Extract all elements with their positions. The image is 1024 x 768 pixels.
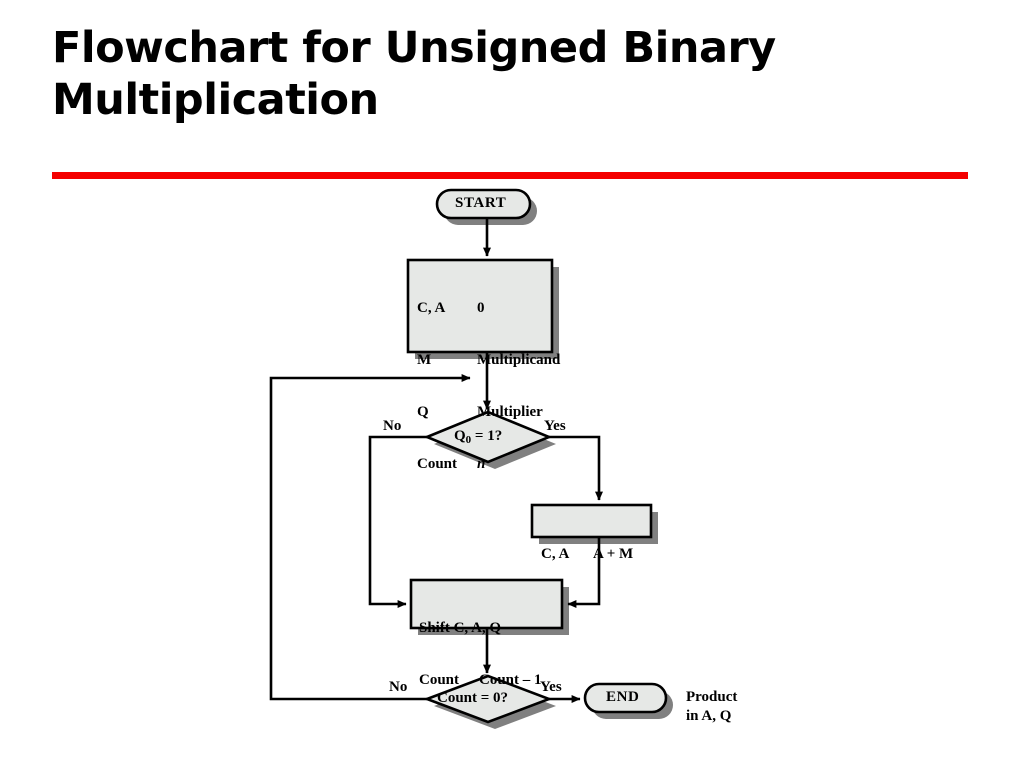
node-test-q0-label: Q0 = 1?	[454, 428, 502, 447]
node-add-text: C, A A + M	[541, 511, 633, 598]
node-test-q0	[423, 410, 553, 464]
init-line3-right: Multiplier	[477, 404, 543, 421]
edge-add-to-shift	[567, 537, 601, 608]
init-line4-right: n	[477, 456, 486, 473]
shift-line2-right: Count – 1	[479, 671, 542, 688]
edge-label-q0-yes: Yes	[544, 418, 566, 434]
node-shift-text: Shift C, A, Q Count Count – 1	[419, 585, 542, 724]
shift-line2-left: Count	[419, 671, 460, 688]
shift-line1: Shift C, A, Q	[419, 619, 502, 636]
node-add	[530, 503, 653, 539]
edge-label-q0-no: No	[383, 418, 402, 434]
test-q0-base: Q	[454, 428, 466, 444]
add-line1-left: C, A	[541, 545, 570, 562]
node-shapes	[406, 188, 668, 724]
edge-q0-no-to-shift	[368, 435, 427, 608]
test-q0-subscript: 0	[465, 434, 472, 446]
node-shift	[409, 578, 564, 630]
node-test-count-label: Count = 0?	[437, 690, 509, 706]
edge-q0-yes-to-add	[548, 435, 603, 501]
node-end-label: END	[606, 689, 640, 705]
node-init	[406, 258, 554, 354]
node-test-count	[423, 674, 553, 724]
add-line1-right: A + M	[593, 545, 634, 562]
init-line3-left: Q	[417, 404, 429, 421]
init-line4-left: Count	[417, 456, 458, 473]
init-line2-left: M	[417, 351, 432, 368]
init-line2-right: Multiplicand	[477, 351, 561, 368]
edge-label-count-no: No	[389, 679, 408, 695]
annotation-product-location: Product in A, Q	[686, 689, 738, 724]
node-start	[435, 188, 532, 220]
edge-count-no-loopback	[269, 374, 471, 701]
test-q0-rest: = 1?	[471, 428, 503, 444]
node-init-text: C, A 0 M Multiplicand Q Multiplier Count…	[417, 265, 560, 508]
node-start-label: START	[455, 195, 507, 211]
edge-label-count-yes: Yes	[540, 679, 562, 695]
init-line1-right: 0	[477, 299, 485, 316]
flow-connectors	[269, 218, 603, 703]
title-underline-rule	[52, 172, 968, 179]
init-line1-left: C, A	[417, 299, 446, 316]
node-end	[583, 682, 668, 714]
page-title: Flowchart for Unsigned Binary Multiplica…	[52, 23, 776, 126]
